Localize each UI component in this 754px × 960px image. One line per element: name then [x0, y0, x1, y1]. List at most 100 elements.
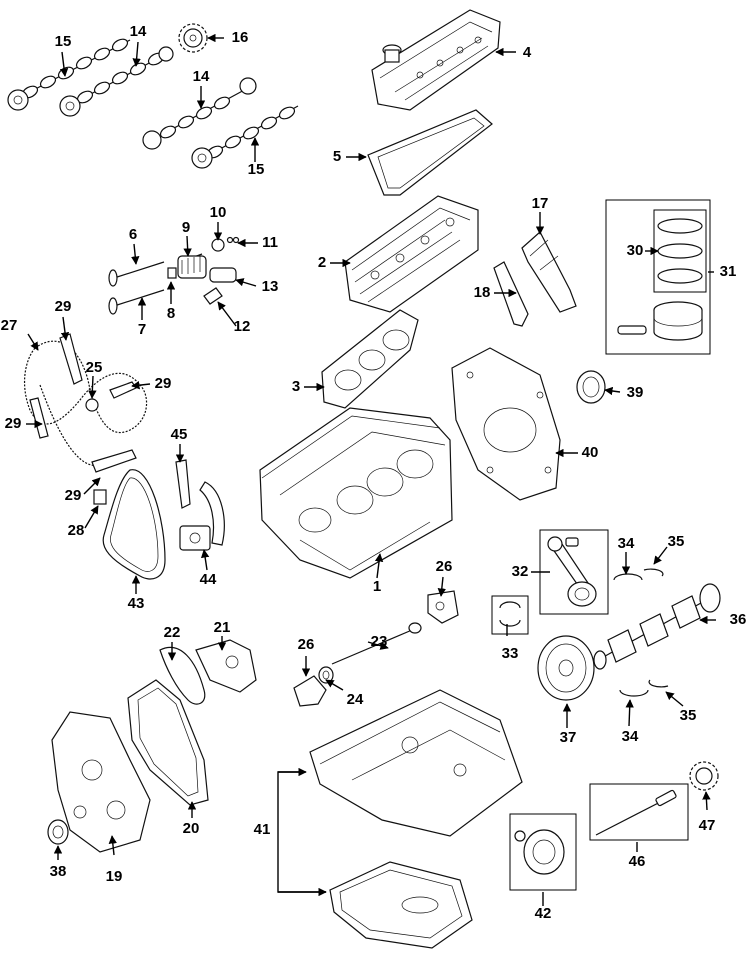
callout-8: 8: [167, 305, 175, 322]
callout-24: 24: [347, 691, 364, 708]
callout-46: 46: [629, 853, 646, 870]
callout-42: 42: [535, 905, 552, 922]
callout-38: 38: [50, 863, 67, 880]
callout-34: 34: [618, 535, 635, 552]
piston-rings: [657, 218, 703, 284]
callout-37: 37: [560, 729, 577, 746]
harmonic-balancer: [537, 635, 595, 701]
callout-11: 11: [262, 234, 278, 251]
cam-sprocket: [178, 23, 208, 53]
crankshaft: [593, 583, 721, 670]
rod-bearings: [499, 601, 521, 627]
oil-filter-housing: [514, 829, 565, 875]
oil-filter-housing-box: [509, 813, 577, 891]
belt-guides: [175, 459, 225, 551]
callout-35: 35: [668, 533, 685, 550]
camshaft-upper-left: [7, 38, 131, 111]
engine-block: [259, 407, 453, 579]
dipstick-box: [589, 783, 689, 841]
camshaft-lower-right: [191, 105, 299, 169]
callout-7: 7: [138, 321, 146, 338]
callout-3: 3: [292, 378, 300, 395]
callout-15: 15: [248, 161, 265, 178]
callout-6: 6: [129, 226, 137, 243]
chain-guides: [29, 333, 137, 473]
callout-41: 41: [254, 821, 271, 838]
valve-cover: [371, 9, 501, 111]
head-gasket: [321, 309, 419, 409]
callout-22: 22: [164, 624, 181, 641]
piston-kit-box: [605, 199, 711, 355]
callout-21: 21: [214, 619, 231, 636]
callout-34: 34: [622, 728, 639, 745]
callout-10: 10: [210, 204, 227, 221]
callout-15: 15: [55, 33, 72, 50]
callout-20: 20: [183, 820, 200, 837]
camshaft-upper-right: [59, 46, 174, 117]
callout-32: 32: [512, 563, 529, 580]
callout-36: 36: [730, 611, 747, 628]
callout-35: 35: [680, 707, 697, 724]
callout-9: 9: [182, 219, 190, 236]
callout-18: 18: [474, 284, 491, 301]
callout-44: 44: [200, 571, 217, 588]
callout-33: 33: [502, 645, 519, 662]
callout-13: 13: [262, 278, 279, 295]
upper-oil-pan: [309, 689, 523, 837]
callout-14: 14: [193, 68, 210, 85]
callouts: 15 14 16 4 14 15 5 17 10 9 6 11 30 2 31 …: [1, 23, 747, 922]
callout-45: 45: [171, 426, 188, 443]
callout-39: 39: [627, 384, 644, 401]
leader-lines: [26, 33, 716, 906]
callout-29: 29: [55, 298, 72, 315]
camshaft-lower-left: [142, 77, 257, 150]
timing-cover-seal: [47, 819, 69, 845]
piston: [617, 301, 703, 341]
timing-cover: [451, 347, 561, 501]
balance-shaft-bearing-upper: [427, 590, 459, 624]
callout-19: 19: [106, 868, 123, 885]
cam-bearing-cap: [521, 231, 577, 313]
water-pump-gasket: [159, 646, 206, 705]
callout-17: 17: [532, 195, 549, 212]
callout-5: 5: [333, 148, 341, 165]
rod-bearing-box: [491, 595, 529, 635]
front-crank-seal: [576, 370, 606, 404]
connecting-rod: [547, 536, 597, 607]
cylinder-head: [344, 195, 479, 313]
callout-31: 31: [720, 263, 737, 280]
callout-14: 14: [130, 23, 147, 40]
callout-26: 26: [436, 558, 453, 575]
callout-29: 29: [65, 487, 82, 504]
callout-23: 23: [371, 633, 388, 650]
oil-dipstick: [595, 789, 677, 836]
callout-27: 27: [1, 317, 18, 334]
callout-4: 4: [523, 44, 532, 61]
balance-shaft-sprocket: [689, 761, 719, 791]
oil-pump-driveshaft: [331, 622, 422, 665]
callout-16: 16: [232, 29, 249, 46]
callout-29: 29: [155, 375, 172, 392]
callout-43: 43: [128, 595, 145, 612]
water-pump: [195, 639, 257, 693]
callout-2: 2: [318, 254, 326, 271]
oil-pan-leader-bracket: [277, 767, 327, 897]
callout-29: 29: [5, 415, 22, 432]
callout-40: 40: [582, 444, 599, 461]
balance-shaft-bearing-lower: [293, 666, 334, 707]
callout-28: 28: [68, 522, 85, 539]
valves-and-springs: [108, 236, 240, 315]
callout-1: 1: [373, 578, 381, 595]
serpentine-belt: [102, 469, 166, 580]
valve-cover-gasket: [367, 109, 493, 196]
cam-bracket: [493, 261, 529, 327]
callout-12: 12: [234, 318, 251, 335]
callout-26: 26: [298, 636, 315, 653]
front-engine-cover: [51, 711, 151, 853]
front-cover-gasket: [127, 679, 209, 806]
callout-47: 47: [699, 817, 716, 834]
tensioner: [85, 398, 107, 505]
callout-30: 30: [627, 242, 644, 259]
callout-25: 25: [86, 359, 103, 376]
